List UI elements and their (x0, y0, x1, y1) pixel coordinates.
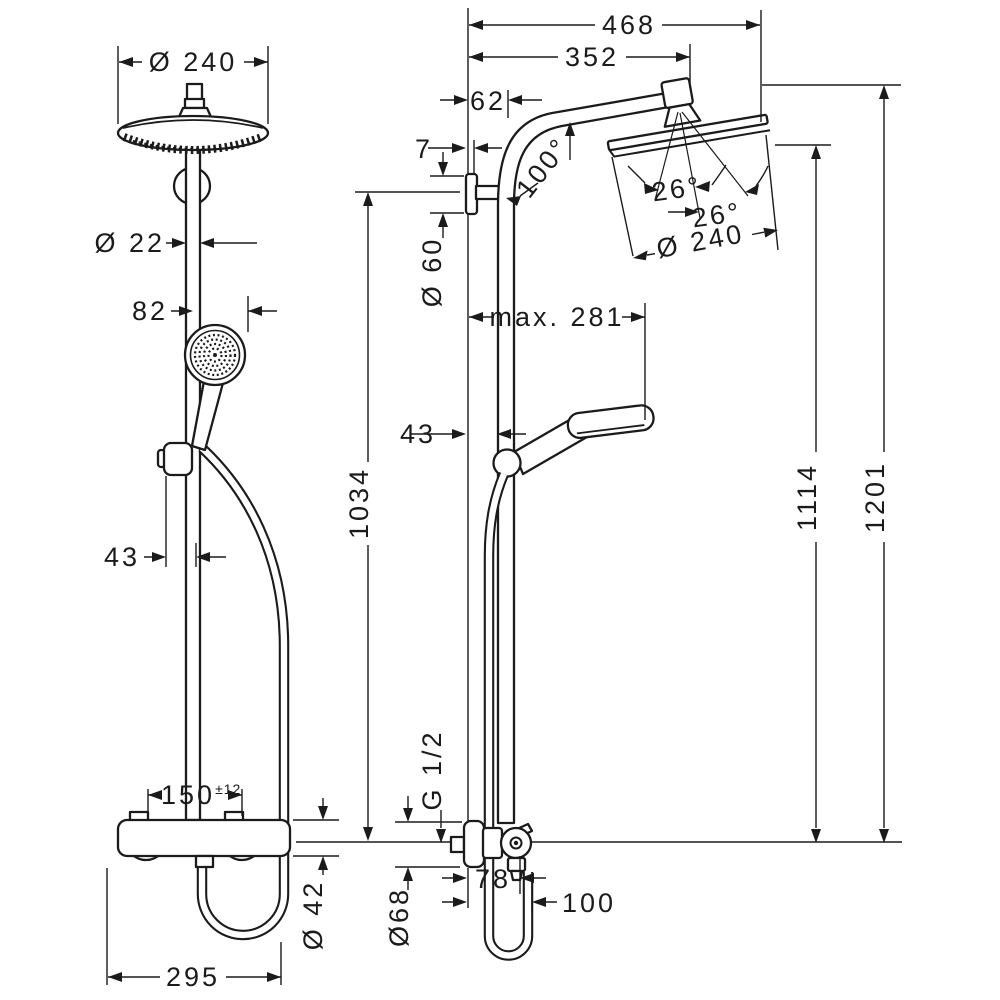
front-head-connector (177, 82, 213, 119)
side-holder-pivot (492, 448, 522, 478)
front-overhead-shower (116, 114, 270, 154)
dim-side-riser-offset: 62 (470, 86, 506, 116)
front-hose-core (198, 445, 288, 939)
front-valve (116, 810, 292, 869)
dim-side-arm-height: 1114 (792, 463, 822, 531)
side-dimension-lines (355, 10, 901, 912)
dim-side-hose-offset: 100 (562, 888, 616, 918)
front-valve-body (116, 818, 292, 858)
dim-side-head-diameter: Ø 240 (654, 218, 747, 264)
dim-side-riser-height: 1034 (344, 467, 374, 539)
head-tilt-fan-lines (654, 111, 749, 219)
dim-front-pipe-diameter: Ø 22 (94, 228, 165, 258)
dim-front-connection-distance: 150±12 (161, 780, 241, 810)
dim-front-handshower-offset: 82 (132, 296, 168, 326)
front-view (116, 82, 902, 941)
front-spray-face (122, 133, 264, 154)
dim-front-head-diameter: Ø 240 (149, 47, 238, 77)
dim-side-holder-offset: 43 (400, 419, 436, 449)
front-slider-clamp (162, 441, 194, 477)
side-valve-body (481, 826, 504, 860)
dim-side-max-reach: max. 281 (489, 302, 624, 332)
side-view (449, 8, 771, 961)
side-hose-core (485, 472, 532, 959)
dim-head-tilt-a: 26° (650, 171, 704, 208)
dim-head-tilt-b: 26° (690, 197, 744, 234)
dim-side-valve-depth: 78 (475, 864, 511, 894)
dim-side-escutcheon-diameter: Ø68 (384, 887, 414, 947)
side-overhead-shower (606, 113, 771, 158)
side-wall-nut (449, 835, 466, 854)
dim-front-holder-offset: 43 (104, 542, 140, 572)
dim-side-arm-reach: 352 (565, 42, 619, 72)
front-handshower-head (183, 323, 247, 387)
side-bracket-arm (474, 184, 501, 201)
side-head-connector (660, 77, 702, 128)
dim-front-base-width: 295 (166, 962, 220, 992)
side-handshower-head (566, 404, 655, 440)
side-dimension-labels: 468 352 62 7 100° 26° 26° Ø 240 Ø 60 max… (344, 10, 890, 947)
dim-front-valve-diameter: Ø 42 (298, 880, 328, 951)
front-hose-port (194, 854, 215, 869)
dim-side-total-reach: 468 (602, 10, 656, 40)
side-valve (449, 819, 534, 882)
dim-side-bracket-diameter: Ø 60 (417, 237, 447, 308)
front-dimension-labels: Ø 240 Ø 22 82 43 150±12 Ø 42 295 (94, 47, 328, 992)
dim-side-total-height: 1201 (860, 461, 890, 533)
front-hose-outline (196, 444, 290, 941)
side-escutcheon (462, 819, 486, 869)
dim-side-thread: G 1/2 (417, 729, 447, 810)
dim-side-bracket-gap: 7 (415, 134, 433, 164)
